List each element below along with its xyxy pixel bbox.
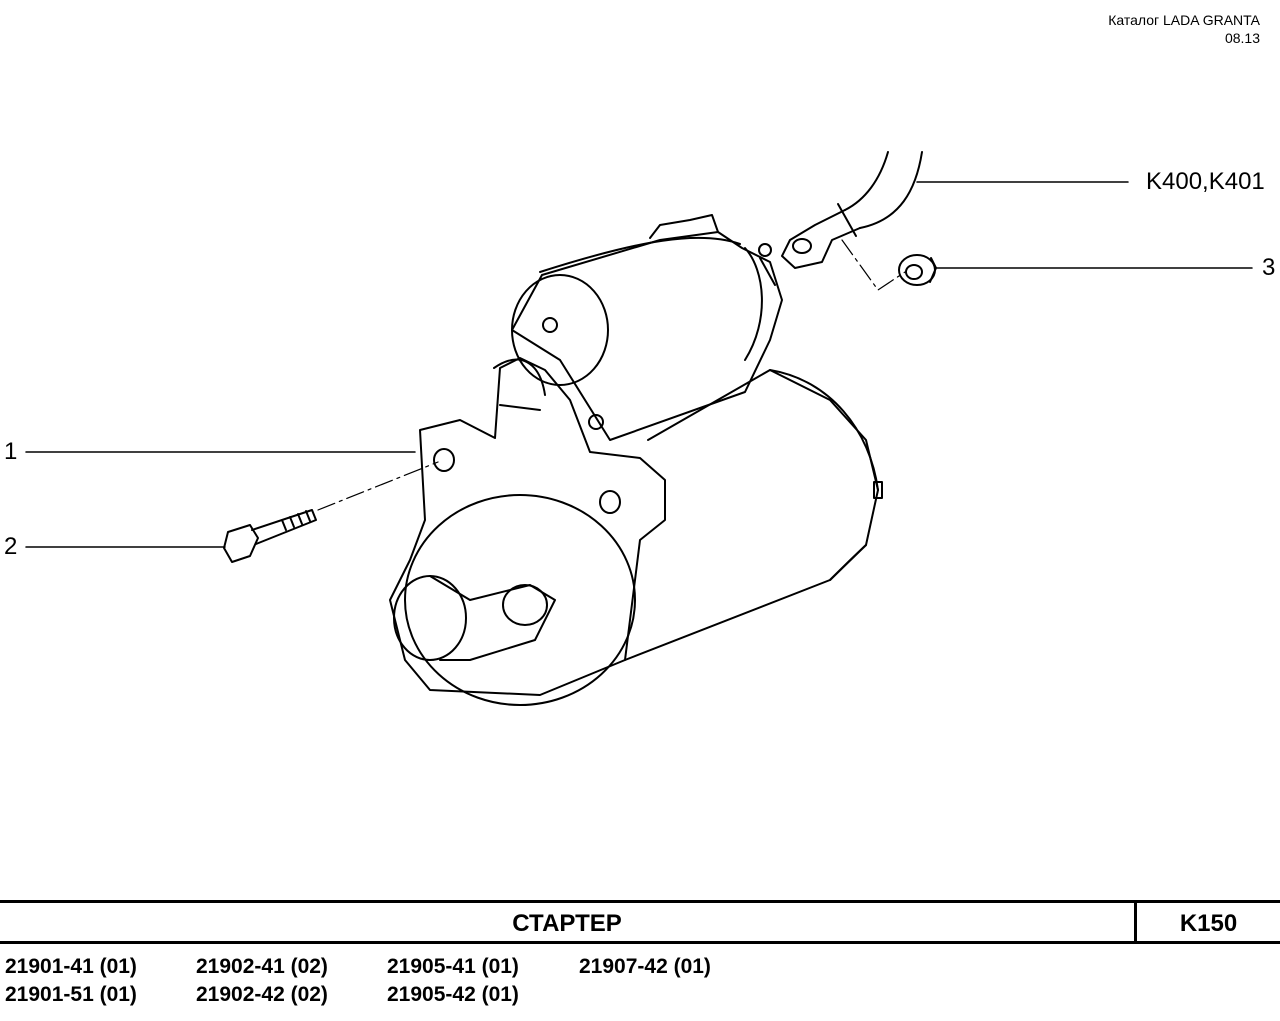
model-code: 21905-41 (01) [387, 955, 519, 978]
model-code: 21902-41 (02) [196, 955, 328, 978]
callout-item-2: 2 [4, 533, 18, 560]
callout-ref-parts: K400,K401 [1146, 168, 1265, 195]
model-code: 21907-42 (01) [579, 955, 711, 978]
callout-item-1: 1 [4, 438, 18, 465]
model-code: 21902-42 (02) [196, 983, 328, 1006]
drive-end-bracket [389, 317, 666, 706]
title-bar: СТАРТЕР K150 [0, 900, 1280, 944]
catalog-title: Каталог LADA GRANTA [1108, 12, 1260, 28]
solenoid [511, 214, 783, 441]
catalog-date: 08.13 [1224, 30, 1260, 46]
section-title: СТАРТЕР [512, 910, 622, 937]
model-code: 21901-51 (01) [5, 983, 137, 1006]
pinion-gear [393, 575, 556, 661]
battery-cable [781, 151, 923, 269]
page-header: Каталог LADA GRANTA 08.13 [1108, 11, 1260, 47]
section-code: K150 [1134, 903, 1280, 941]
callout-item-3: 3 [1262, 254, 1276, 281]
nut-part-3 [898, 254, 937, 286]
model-code: 21901-41 (01) [5, 955, 137, 978]
motor-housing [624, 369, 883, 661]
bolt-part-2 [223, 509, 317, 563]
starter-diagram [25, 151, 1253, 706]
model-code: 21905-42 (01) [387, 983, 519, 1006]
